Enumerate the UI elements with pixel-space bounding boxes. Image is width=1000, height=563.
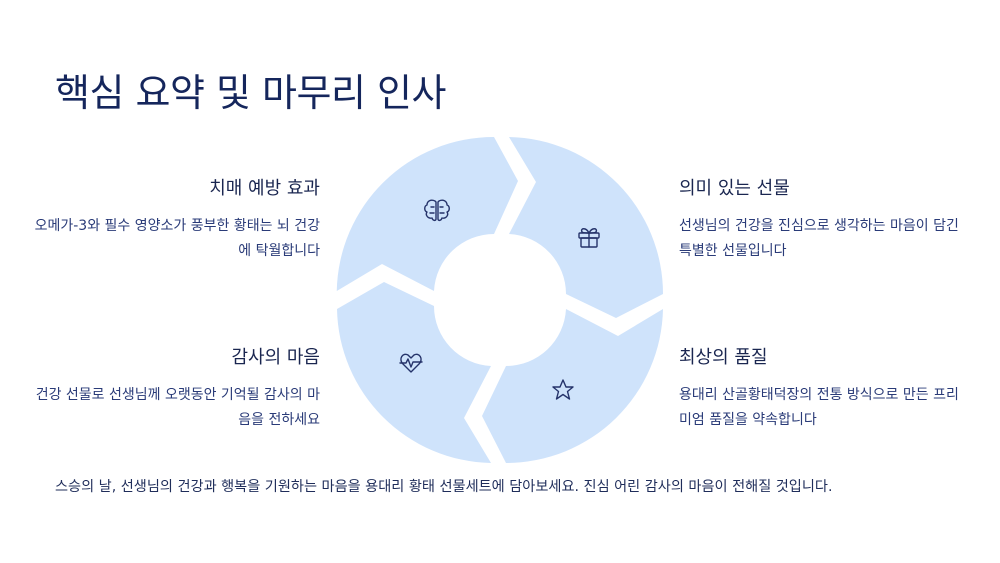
item-heading: 감사의 마음 — [231, 347, 320, 368]
item-body: 건강 선물로 선생님께 오랫동안 기억될 감사의 마음을 전하세요 — [35, 387, 320, 428]
heartbeat-icon — [399, 353, 423, 373]
item-heading: 최상의 품질 — [679, 347, 768, 368]
segment-top-left — [336, 136, 518, 291]
segment-top-right — [509, 137, 663, 318]
item-heading: 의미 있는 선물 — [679, 178, 790, 199]
item-body: 용대리 산골황태덕장의 전통 방식으로 만든 프리미엄 품질을 약속합니다 — [679, 387, 959, 428]
footer-message: 스승의 날, 선생님의 건강과 행복을 기원하는 마음을 용대리 황태 선물세트… — [55, 479, 833, 495]
segment-bottom-left — [337, 282, 491, 463]
item-top-right: 의미 있는 선물 선생님의 건강을 진심으로 생각하는 마음이 담긴 특별한 선… — [679, 174, 969, 264]
item-body: 선생님의 건강을 진심으로 생각하는 마음이 담긴 특별한 선물입니다 — [679, 218, 959, 259]
segment-bottom-right — [482, 309, 663, 463]
item-top-left: 치매 예방 효과 오메가-3와 필수 영양소가 풍부한 황태는 뇌 건강에 탁월… — [30, 174, 320, 264]
item-bottom-left: 감사의 마음 건강 선물로 선생님께 오랫동안 기억될 감사의 마음을 전하세요 — [30, 343, 320, 433]
item-body: 오메가-3와 필수 영양소가 풍부한 황태는 뇌 건강에 탁월합니다 — [34, 218, 320, 259]
item-heading: 치매 예방 효과 — [209, 178, 320, 199]
item-bottom-right: 최상의 품질 용대리 산골황태덕장의 전통 방식으로 만든 프리미엄 품질을 약… — [679, 343, 969, 433]
gift-icon — [578, 228, 600, 248]
brain-icon — [424, 199, 450, 222]
star-icon — [552, 379, 574, 400]
page-title: 핵심 요약 및 마무리 인사 — [55, 71, 446, 115]
